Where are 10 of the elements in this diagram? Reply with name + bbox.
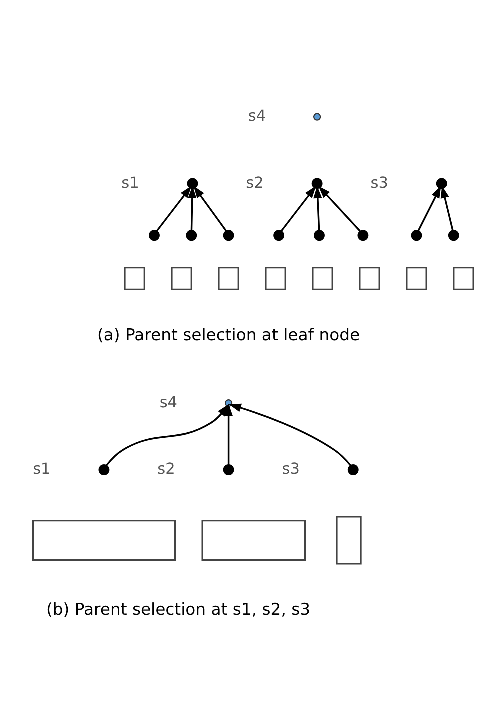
node-label: s4 <box>248 106 266 125</box>
node-label: s1 <box>33 460 51 478</box>
node-label: s2 <box>158 460 176 478</box>
node-label: s1 <box>122 173 140 192</box>
node-label: s3 <box>282 460 300 478</box>
label: (b) Parent selection at s1, s2, s3 <box>46 599 311 618</box>
node-label: s3 <box>370 173 388 192</box>
node-label: s4 <box>160 392 178 411</box>
node-label: s2 <box>246 173 264 192</box>
label: (a) Parent selection at leaf node <box>97 325 360 344</box>
